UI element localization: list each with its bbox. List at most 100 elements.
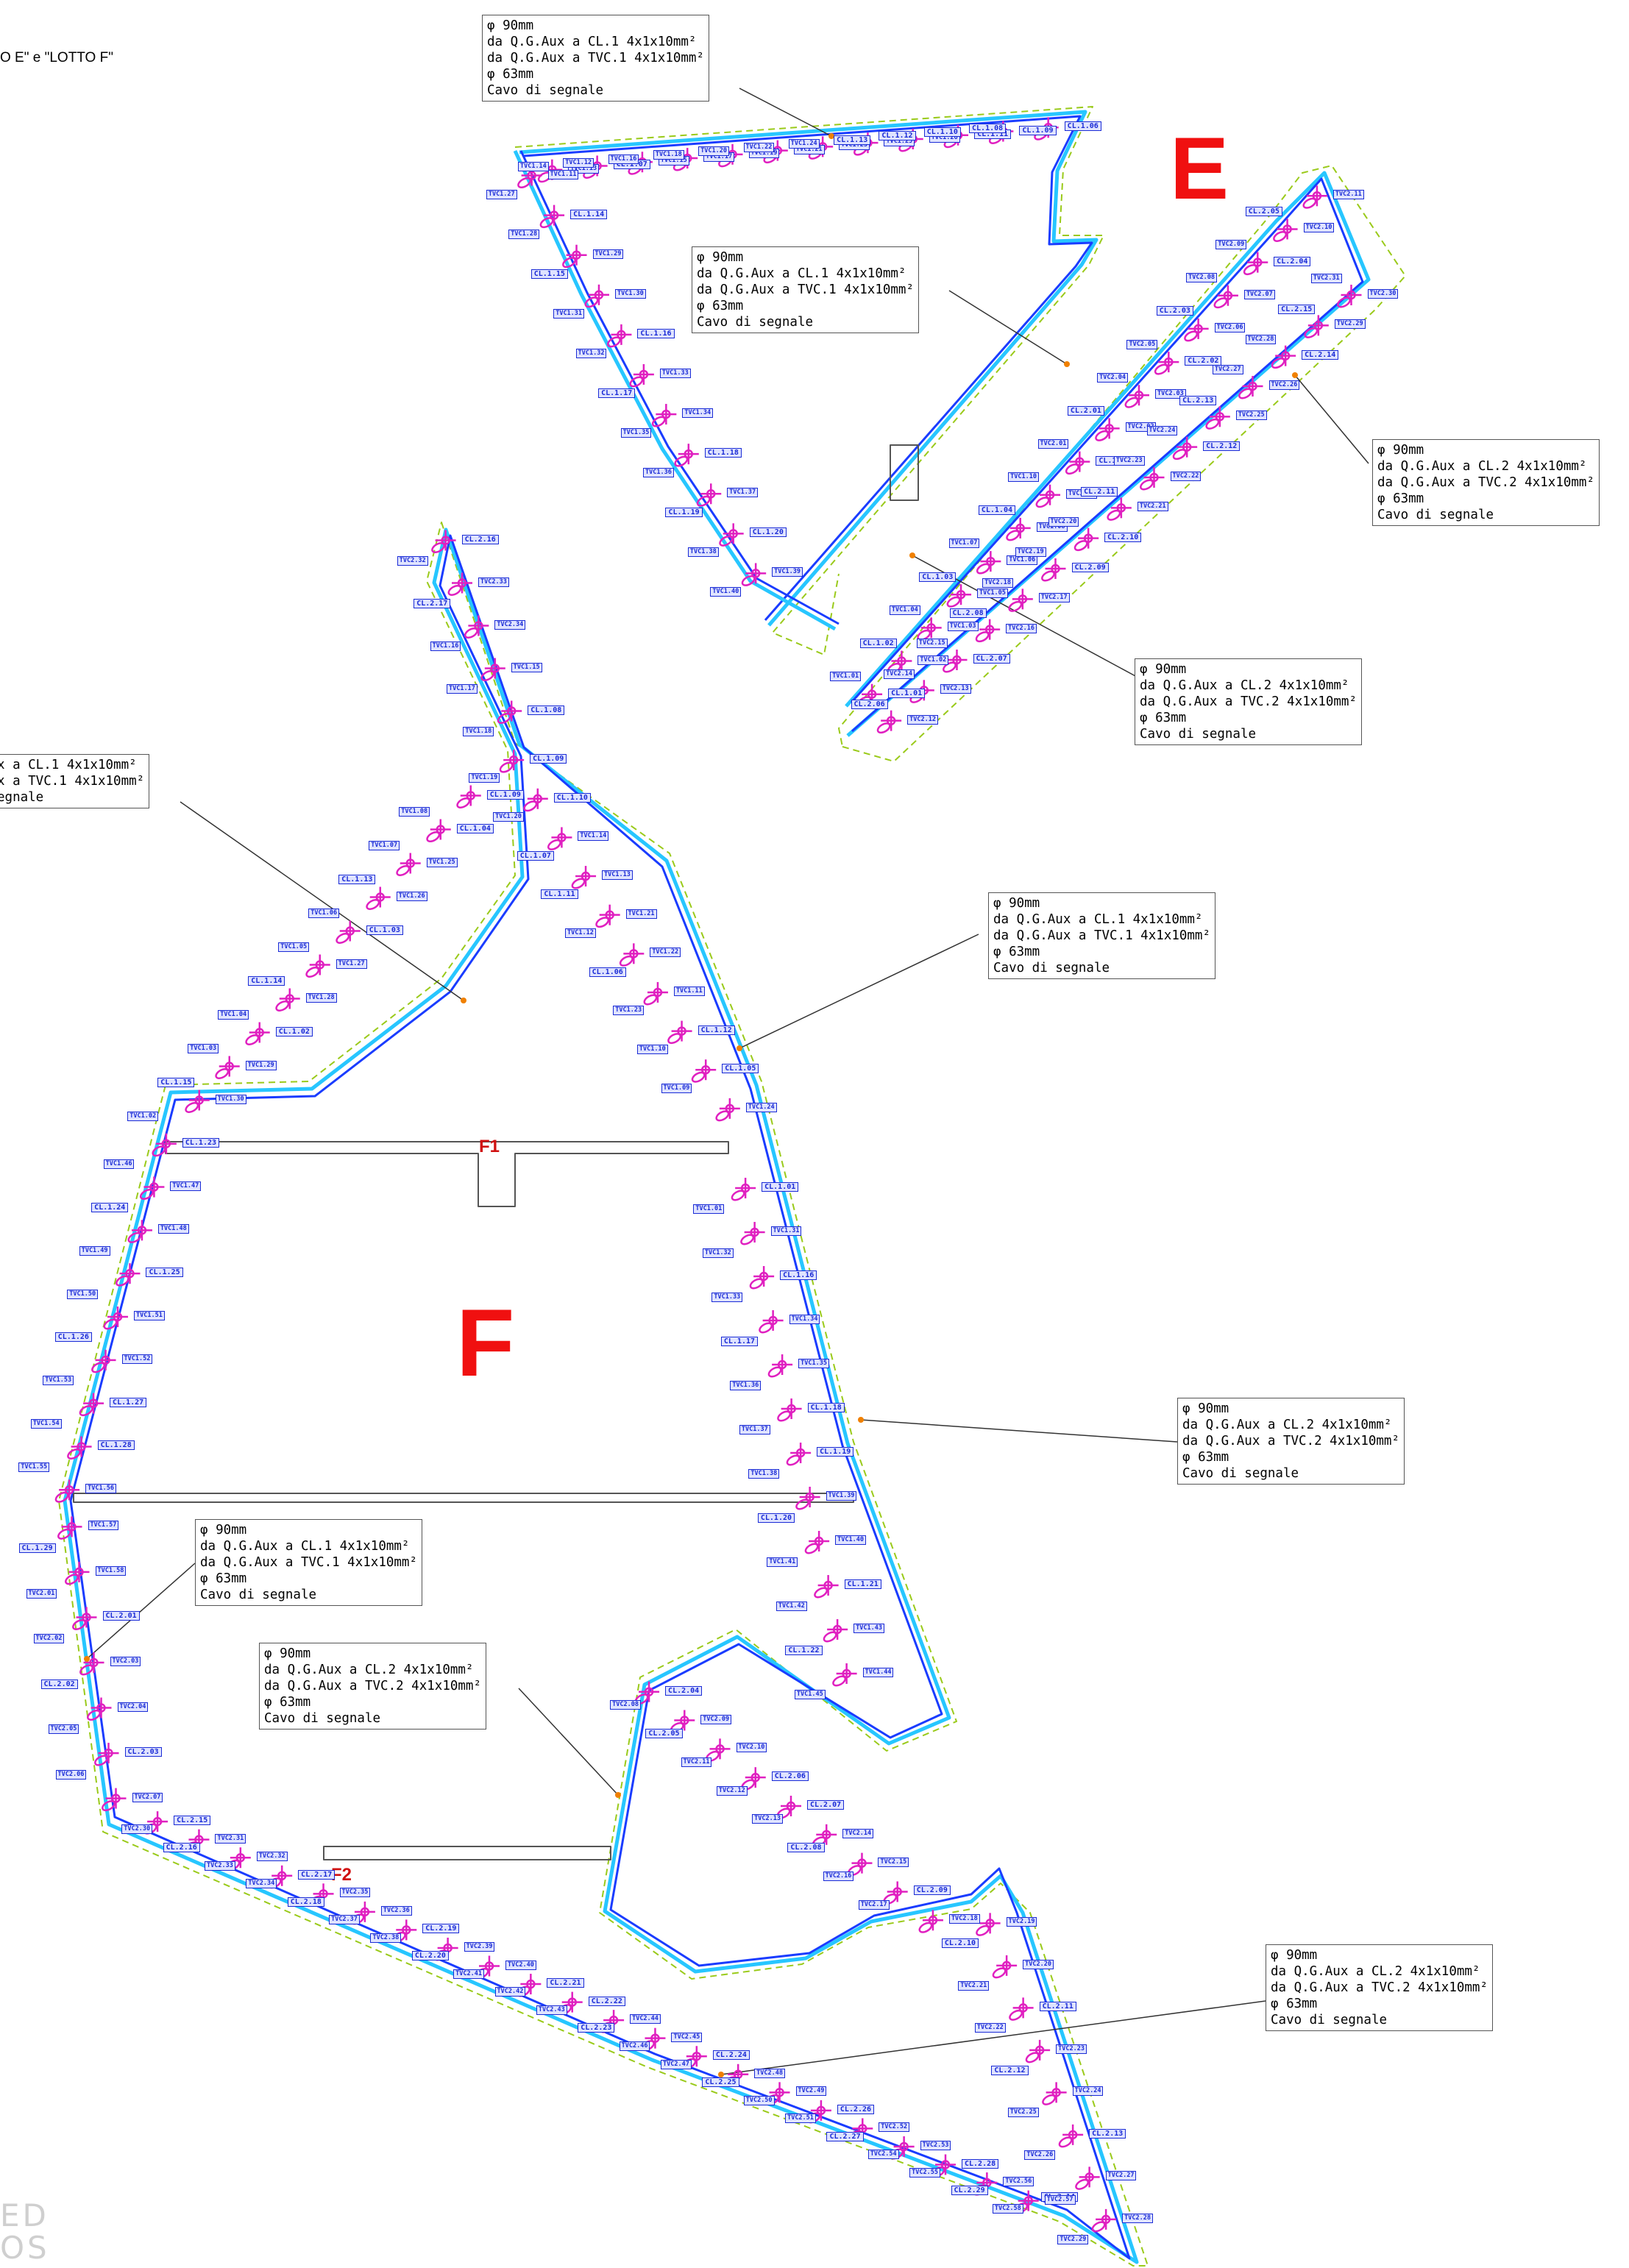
- equipment-tag: CL.1.10: [553, 792, 591, 803]
- equipment-tag: TVC2.47: [661, 2059, 692, 2069]
- equipment-tag: TVC2.30: [1367, 289, 1399, 299]
- equipment-tag: TVC1.20: [698, 146, 730, 157]
- equipment-tag: TVC2.37: [329, 1915, 360, 1925]
- equipment-tag: CL.2.02: [40, 1679, 78, 1689]
- equipment-tag: CL.2.03: [124, 1747, 162, 1757]
- equipment-tag: TVC1.36: [643, 468, 674, 478]
- equipment-tag: TVC1.32: [575, 348, 607, 358]
- equipment-tag: CL.2.04: [665, 1685, 703, 1696]
- equipment-tag: TVC2.04: [1097, 372, 1128, 383]
- light-pole-icon: [1095, 418, 1120, 441]
- light-pole-icon: [480, 658, 505, 681]
- light-pole-icon: [776, 1796, 801, 1819]
- light-pole-icon: [1035, 484, 1061, 508]
- equipment-tag: CL.1.01: [762, 1182, 799, 1192]
- equipment-tag: TVC1.39: [826, 1491, 857, 1501]
- equipment-tag: TVC1.30: [215, 1094, 246, 1104]
- equipment-tag: TVC2.02: [33, 1634, 65, 1644]
- equipment-tag: CL.1.01: [888, 688, 926, 698]
- equipment-tag: TVC1.43: [853, 1624, 884, 1633]
- light-pole-icon: [1205, 406, 1230, 430]
- equipment-tag: TVC1.50: [67, 1289, 99, 1299]
- equipment-tag: TVC1.36: [730, 1381, 762, 1390]
- equipment-tag: TVC2.17: [858, 1899, 890, 1910]
- equipment-tag: TVC2.24: [1146, 426, 1178, 436]
- equipment-tag: TVC1.46: [103, 1159, 135, 1170]
- equipment-tag: TVC2.28: [1245, 335, 1277, 344]
- equipment-tag: TVC1.04: [218, 1009, 249, 1020]
- equipment-tag: TVC2.31: [215, 1833, 246, 1844]
- light-pole-icon: [691, 1059, 717, 1083]
- light-pole-icon: [943, 650, 968, 673]
- equipment-tag: TVC2.45: [671, 2032, 703, 2042]
- equipment-tag: TVC1.29: [245, 1060, 277, 1070]
- equipment-tag: TVC2.19: [1006, 1917, 1037, 1927]
- light-pole-icon: [876, 710, 902, 734]
- lotto-f-label: F: [456, 1289, 515, 1396]
- light-pole-icon: [674, 444, 699, 467]
- equipment-tag: TVC2.33: [205, 1860, 235, 1871]
- light-pole-icon: [1304, 315, 1329, 338]
- equipment-tag: TVC1.16: [608, 154, 639, 164]
- equipment-tag: TVC1.33: [711, 1293, 743, 1302]
- light-pole-icon: [1124, 385, 1149, 408]
- equipment-tag: CL.2.05: [1245, 206, 1282, 216]
- light-pole-icon: [643, 981, 668, 1006]
- light-pole-icon: [1042, 2082, 1067, 2105]
- equipment-tag: TVC2.36: [380, 1905, 412, 1916]
- equipment-tag: CL.2.12: [1203, 441, 1241, 451]
- lotto-e-right-strip: [838, 165, 1406, 762]
- equipment-tag: TVC2.13: [940, 684, 971, 694]
- light-pole-icon: [152, 1133, 177, 1157]
- light-pole-icon: [584, 284, 609, 308]
- equipment-tag: TVC1.53: [43, 1376, 74, 1386]
- equipment-tag: TVC2.16: [823, 1871, 854, 1882]
- equipment-tag: CL.2.06: [851, 700, 888, 709]
- equipment-tag: CL.1.06: [1064, 121, 1101, 132]
- equipment-tag: TVC1.05: [977, 589, 1008, 599]
- equipment-tag: TVC1.45: [794, 1690, 826, 1699]
- equipment-tag: CL.1.20: [757, 1513, 795, 1523]
- equipment-tag: CL.2.23: [578, 2023, 615, 2033]
- device-symbols: [54, 117, 1362, 2233]
- equipment-tag: CL.1.14: [570, 209, 608, 219]
- equipment-tag: TVC1.34: [789, 1315, 820, 1324]
- equipment-tag: TVC2.41: [453, 1969, 484, 1979]
- light-pole-icon: [499, 750, 525, 773]
- equipment-tag: TVC2.08: [1186, 273, 1217, 283]
- equipment-tag: TVC1.39: [772, 567, 803, 577]
- light-pole-icon: [715, 1098, 740, 1122]
- equipment-tag: CL.2.08: [949, 608, 987, 618]
- equipment-tag: CL.2.29: [951, 2186, 988, 2196]
- equipment-tag: CL.2.20: [411, 1951, 449, 1961]
- equipment-tag: TVC1.54: [30, 1419, 62, 1429]
- light-pole-icon: [1154, 352, 1179, 375]
- light-pole-icon: [1184, 318, 1209, 342]
- light-pole-icon: [1107, 497, 1132, 521]
- equipment-tag: TVC2.20: [1048, 517, 1079, 527]
- equipment-tag: CL.2.17: [414, 598, 451, 608]
- equipment-tag: TVC1.58: [95, 1565, 127, 1576]
- equipment-tag: CL.2.26: [837, 2104, 875, 2114]
- equipment-tag: CL.1.20: [749, 527, 787, 538]
- equipment-tag: TVC2.42: [494, 1987, 526, 1997]
- equipment-tag: TVC2.01: [26, 1588, 57, 1599]
- equipment-tag: TVC1.32: [702, 1248, 734, 1258]
- equipment-tag: TVC2.34: [246, 1879, 277, 1889]
- light-pole-icon: [619, 943, 645, 967]
- light-pole-icon: [426, 819, 451, 842]
- equipment-tag: CL.1.13: [338, 874, 376, 884]
- light-pole-icon: [1302, 185, 1327, 209]
- equipment-tag: CL.2.09: [1071, 563, 1109, 572]
- equipment-tag: TVC1.07: [369, 840, 400, 850]
- equipment-tag: TVC1.03: [947, 622, 979, 632]
- equipment-tag: TVC1.26: [396, 891, 427, 901]
- light-pole-icon: [275, 988, 300, 1012]
- equipment-tag: TVC1.24: [745, 1102, 777, 1112]
- equipment-tag: CL.2.14: [1302, 349, 1339, 360]
- light-pole-icon: [1337, 285, 1362, 308]
- equipment-tag: TVC2.53: [920, 2140, 951, 2150]
- light-pole-icon: [336, 920, 361, 944]
